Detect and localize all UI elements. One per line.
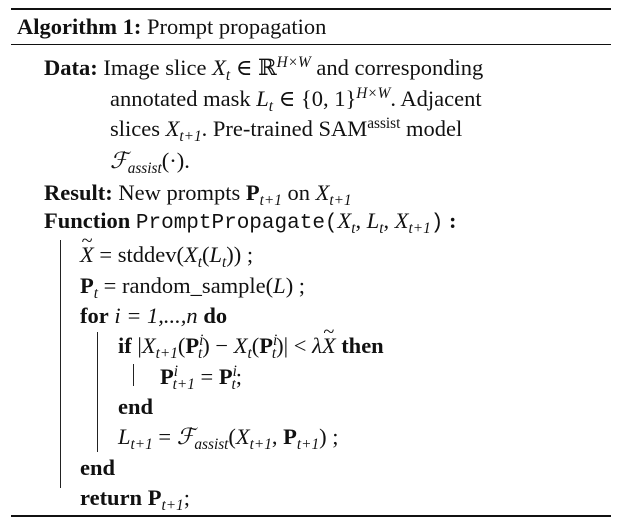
if-body-bar [133, 364, 135, 386]
for-line: for i = 1,...,n do [80, 303, 228, 328]
data-line-2: annotated mask Lt ∈ {0, 1}H×W. Adjacent [110, 84, 482, 115]
data-text-3b: . Pre-trained SAM [201, 116, 368, 141]
data-text-3sup: assist [367, 114, 401, 132]
sample-line: Pt = random_sample(L) ; [80, 273, 306, 302]
assign-line: Pit+1 = Pit; [160, 362, 243, 393]
data-text-1b: and corresponding [316, 55, 484, 80]
data-line-3: slices Xt+1. Pre-trained SAMassist model [110, 114, 463, 145]
return-line: return Pt+1; [80, 485, 190, 514]
end-if-line: end [118, 394, 154, 419]
stddev-line: X = stddev(Xt(Lt)) ; [80, 242, 253, 270]
algorithm-label: Algorithm 1: [17, 14, 142, 39]
for-keyword: for [80, 303, 109, 328]
bottom-rule [11, 515, 611, 517]
function-keyword: Function [44, 208, 131, 233]
return-keyword: return [80, 485, 143, 510]
data-text-2a: annotated mask [110, 86, 251, 111]
result-line: Result: New prompts Pt+1 on Xt+1 [44, 180, 352, 209]
algorithm-title: Prompt propagation [146, 14, 327, 39]
top-rule [11, 8, 611, 10]
function-line: Function PromptPropagate(Xt, Lt, Xt+1) : [44, 208, 457, 237]
data-keyword: Data: [44, 55, 98, 80]
if-keyword: if [118, 333, 132, 358]
data-line-4: ℱassist(·). [110, 148, 190, 177]
predict-line: Lt+1 = ℱassist(Xt+1, Pt+1) ; [118, 424, 339, 453]
algorithm-caption: Algorithm 1: Prompt propagation [17, 14, 327, 39]
result-keyword: Result: [44, 180, 113, 205]
result-text-b: on [287, 180, 310, 205]
stddev-func: stddev [117, 242, 177, 267]
if-line: if |Xt+1(Pit) − Xt(Pit)| < λX then [118, 332, 384, 361]
title-rule [11, 44, 611, 46]
for-range: = 1,...,n [126, 303, 198, 328]
data-text-2b: . Adjacent [390, 86, 482, 111]
random-sample-func: random_sample [121, 273, 266, 298]
data-line-1: Data: Image slice Xt ∈ ℝH×W and correspo… [44, 53, 484, 84]
result-text-a: New prompts [118, 180, 241, 205]
function-name: PromptPropagate [135, 212, 325, 235]
data-text-1a: Image slice [103, 55, 207, 80]
for-body-bar [97, 332, 99, 452]
function-body-bar [60, 240, 62, 488]
then-keyword: then [341, 333, 384, 358]
data-text-3a: slices [110, 116, 160, 141]
do-keyword: do [203, 303, 228, 328]
data-text-3c: model [406, 116, 463, 141]
end-for-line: end [80, 455, 116, 480]
